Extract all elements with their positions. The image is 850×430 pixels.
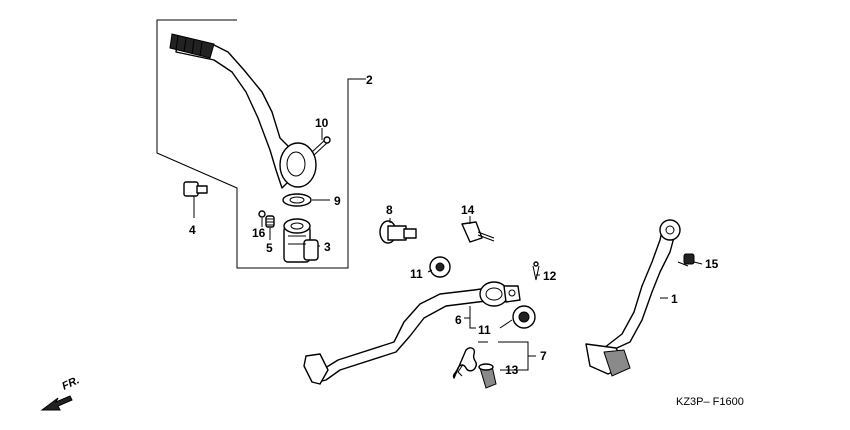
leader-lines bbox=[193, 78, 703, 371]
callout-3: 3 bbox=[324, 240, 331, 254]
callout-15: 15 bbox=[705, 257, 719, 271]
callout-4: 4 bbox=[189, 223, 196, 237]
front-direction-arrow bbox=[40, 395, 73, 411]
figure-code: KZ3P– F1600 bbox=[676, 396, 744, 408]
rubber-13 bbox=[478, 363, 497, 389]
callout-10: 10 bbox=[315, 116, 329, 130]
direction-label: FR. bbox=[60, 374, 81, 392]
gearshift-pedal bbox=[585, 219, 681, 377]
bearing-11-upper bbox=[429, 256, 451, 278]
callout-14: 14 bbox=[461, 203, 475, 217]
assembly-2-bracket bbox=[156, 19, 366, 269]
callout-7: 7 bbox=[540, 349, 547, 363]
stopper-bracket-14 bbox=[461, 221, 495, 243]
callout-16: 16 bbox=[252, 226, 266, 240]
bolt-4 bbox=[183, 181, 208, 197]
bolt-15 bbox=[677, 253, 695, 267]
brake-pedal bbox=[303, 281, 521, 385]
pivot-collar-8 bbox=[379, 220, 417, 244]
ball-16 bbox=[258, 210, 266, 218]
kick-starter-arm bbox=[169, 33, 317, 189]
callout-6: 6 bbox=[455, 313, 462, 327]
callout-11-lower: 11 bbox=[478, 323, 491, 337]
callout-12: 12 bbox=[543, 269, 557, 283]
spring-5 bbox=[265, 215, 275, 228]
cotter-pin-12 bbox=[532, 261, 540, 281]
callout-1: 1 bbox=[671, 292, 678, 306]
callout-labels: 1 2 3 4 5 6 7 8 9 10 11 11 12 13 14 15 1… bbox=[189, 73, 719, 377]
bearing-11-lower bbox=[512, 305, 536, 329]
callout-13: 13 bbox=[505, 363, 519, 377]
callout-11-upper: 11 bbox=[410, 267, 423, 281]
callout-5: 5 bbox=[266, 241, 273, 255]
callout-2: 2 bbox=[366, 73, 373, 87]
callout-8: 8 bbox=[386, 203, 393, 217]
washer-9 bbox=[282, 193, 312, 207]
return-spring-7 bbox=[452, 347, 478, 379]
kick-spindle-3 bbox=[283, 218, 319, 263]
callout-9: 9 bbox=[334, 194, 341, 208]
bolt-10 bbox=[311, 136, 331, 156]
